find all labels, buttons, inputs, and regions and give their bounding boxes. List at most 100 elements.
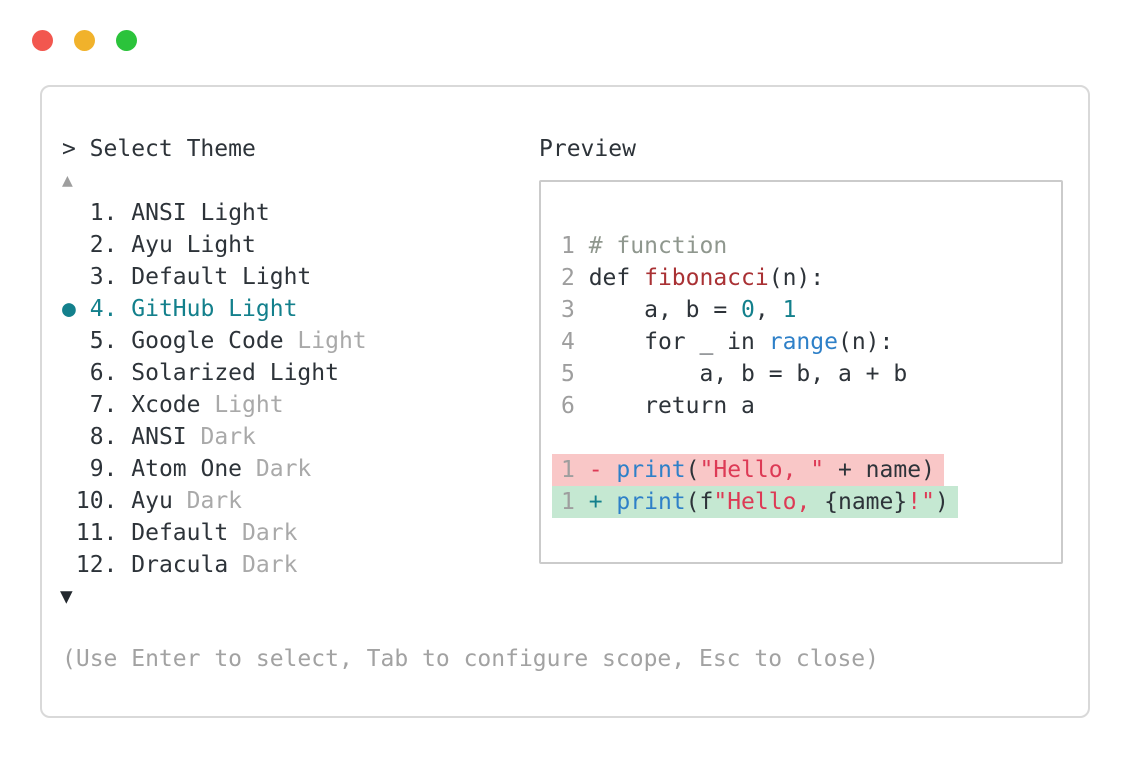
code-token: ( <box>685 457 700 483</box>
theme-list-item-google-code-light[interactable]: 5. Google Code Light <box>62 325 367 357</box>
code-line: 6 return a <box>561 390 1061 422</box>
code-token: 0 <box>741 297 755 323</box>
theme-list-item-default-light[interactable]: 3. Default Light <box>62 261 367 293</box>
theme-list-item-default-dark[interactable]: 11. Default Dark <box>62 517 367 549</box>
code-token: 1 <box>782 297 797 323</box>
theme-item-variant: Light <box>214 392 284 418</box>
code-token: + <box>588 489 617 515</box>
theme-item-number: 11. <box>75 520 132 546</box>
code-token: # function <box>588 233 728 259</box>
code-token: + name) <box>824 457 935 483</box>
theme-item-name: GitHub <box>131 296 229 322</box>
line-number: 6 <box>561 393 589 419</box>
theme-item-variant: Dark <box>200 424 256 450</box>
close-button[interactable] <box>32 30 53 51</box>
code-line: 3 a, b = 0, 1 <box>561 294 1061 326</box>
code-token: (n): <box>837 329 894 355</box>
line-number: 1 <box>561 489 589 515</box>
line-number: 3 <box>561 297 589 323</box>
theme-item-number: 4. <box>75 296 132 322</box>
theme-list-item-ayu-light[interactable]: 2. Ayu Light <box>62 229 367 261</box>
bullet-placeholder <box>62 232 76 258</box>
code-token: {name} <box>824 489 908 515</box>
line-number: 1 <box>561 457 589 483</box>
bullet-placeholder <box>62 552 76 578</box>
theme-item-number: 8. <box>75 424 132 450</box>
code-token: fibonacci <box>644 265 769 291</box>
bullet-placeholder <box>62 360 76 386</box>
code-token: print <box>616 457 686 483</box>
minimize-button[interactable] <box>74 30 95 51</box>
code-token: (f <box>685 489 714 515</box>
theme-list-item-solarized-light[interactable]: 6. Solarized Light <box>62 357 367 389</box>
theme-item-name: Ayu <box>131 232 187 258</box>
bullet-placeholder <box>62 424 76 450</box>
theme-item-number: 1. <box>75 200 132 226</box>
diff-removed-highlight: 1 - print("Hello, " + name) <box>552 454 944 486</box>
bullet-placeholder <box>62 488 76 514</box>
code-line: 1 # function <box>561 230 1061 262</box>
bullet-placeholder <box>62 520 76 546</box>
theme-item-variant: Dark <box>186 488 243 514</box>
preview-label: Preview <box>539 136 636 162</box>
theme-item-number: 2. <box>75 232 132 258</box>
theme-item-variant: Dark <box>242 520 298 546</box>
bullet-placeholder <box>62 328 76 354</box>
code-line: 4 for _ in range(n): <box>561 326 1061 358</box>
scroll-down-indicator-icon[interactable]: ▼ <box>60 584 73 608</box>
maximize-button[interactable] <box>116 30 137 51</box>
theme-item-number: 10. <box>75 488 132 514</box>
theme-item-name: Default <box>131 264 243 290</box>
theme-item-name: Atom One <box>131 456 256 482</box>
diff-added-highlight: 1 + print(f"Hello, {name}!") <box>552 486 958 518</box>
theme-list-item-dracula-dark[interactable]: 12. Dracula Dark <box>62 549 367 581</box>
bullet-placeholder <box>62 264 76 290</box>
bullet-placeholder <box>62 200 76 226</box>
theme-list-item-xcode-light[interactable]: 7. Xcode Light <box>62 389 367 421</box>
diff-added-line: 1 + print(f"Hello, {name}!") <box>552 486 1061 518</box>
code-token: a, b = b, a + b <box>588 361 908 387</box>
theme-item-variant: Dark <box>242 552 298 578</box>
theme-item-number: 9. <box>75 456 132 482</box>
theme-item-variant: Light <box>242 264 312 290</box>
code-token: (n): <box>768 265 825 291</box>
theme-item-number: 12. <box>75 552 132 578</box>
diff-removed-line: 1 - print("Hello, " + name) <box>552 454 1061 486</box>
code-token: !" <box>907 489 935 515</box>
theme-item-variant: Light <box>228 296 298 322</box>
prompt-chevron-icon: > <box>62 136 76 162</box>
code-token: range <box>768 329 838 355</box>
picker-title: Select Theme <box>89 136 256 162</box>
code-token: - <box>588 457 617 483</box>
code-token: ) <box>934 489 949 515</box>
bullet-placeholder <box>62 456 76 482</box>
keyboard-hints: (Use Enter to select, Tab to configure s… <box>62 646 879 672</box>
theme-item-number: 7. <box>75 392 132 418</box>
theme-list-item-ansi-dark[interactable]: 8. ANSI Dark <box>62 421 367 453</box>
code-line: 5 a, b = b, a + b <box>561 358 1061 390</box>
code-token: , <box>754 297 783 323</box>
theme-item-variant: Light <box>200 200 270 226</box>
code-token: def <box>588 265 645 291</box>
bullet-placeholder <box>62 392 76 418</box>
theme-item-variant: Light <box>186 232 256 258</box>
theme-list-item-ansi-light[interactable]: 1. ANSI Light <box>62 197 367 229</box>
theme-list-item-atom-one-dark[interactable]: 9. Atom One Dark <box>62 453 367 485</box>
theme-item-name: Default <box>131 520 243 546</box>
theme-item-name: ANSI <box>131 200 201 226</box>
theme-list-item-ayu-dark[interactable]: 10. Ayu Dark <box>62 485 367 517</box>
scroll-up-indicator-icon[interactable]: ▲ <box>62 170 73 191</box>
theme-list-item-github-light[interactable]: ● 4. GitHub Light <box>62 293 367 325</box>
window-traffic-lights <box>32 30 137 51</box>
theme-item-variant: Light <box>297 328 367 354</box>
theme-item-name: ANSI <box>131 424 201 450</box>
theme-item-name: Ayu <box>131 488 187 514</box>
line-number: 1 <box>561 233 589 259</box>
theme-item-variant: Dark <box>255 456 312 482</box>
code-line: 2 def fibonacci(n): <box>561 262 1061 294</box>
theme-picker-panel: > Select Theme Preview ▲ 1. ANSI Light 2.… <box>40 85 1090 718</box>
line-number: 5 <box>561 361 589 387</box>
theme-item-number: 6. <box>75 360 132 386</box>
